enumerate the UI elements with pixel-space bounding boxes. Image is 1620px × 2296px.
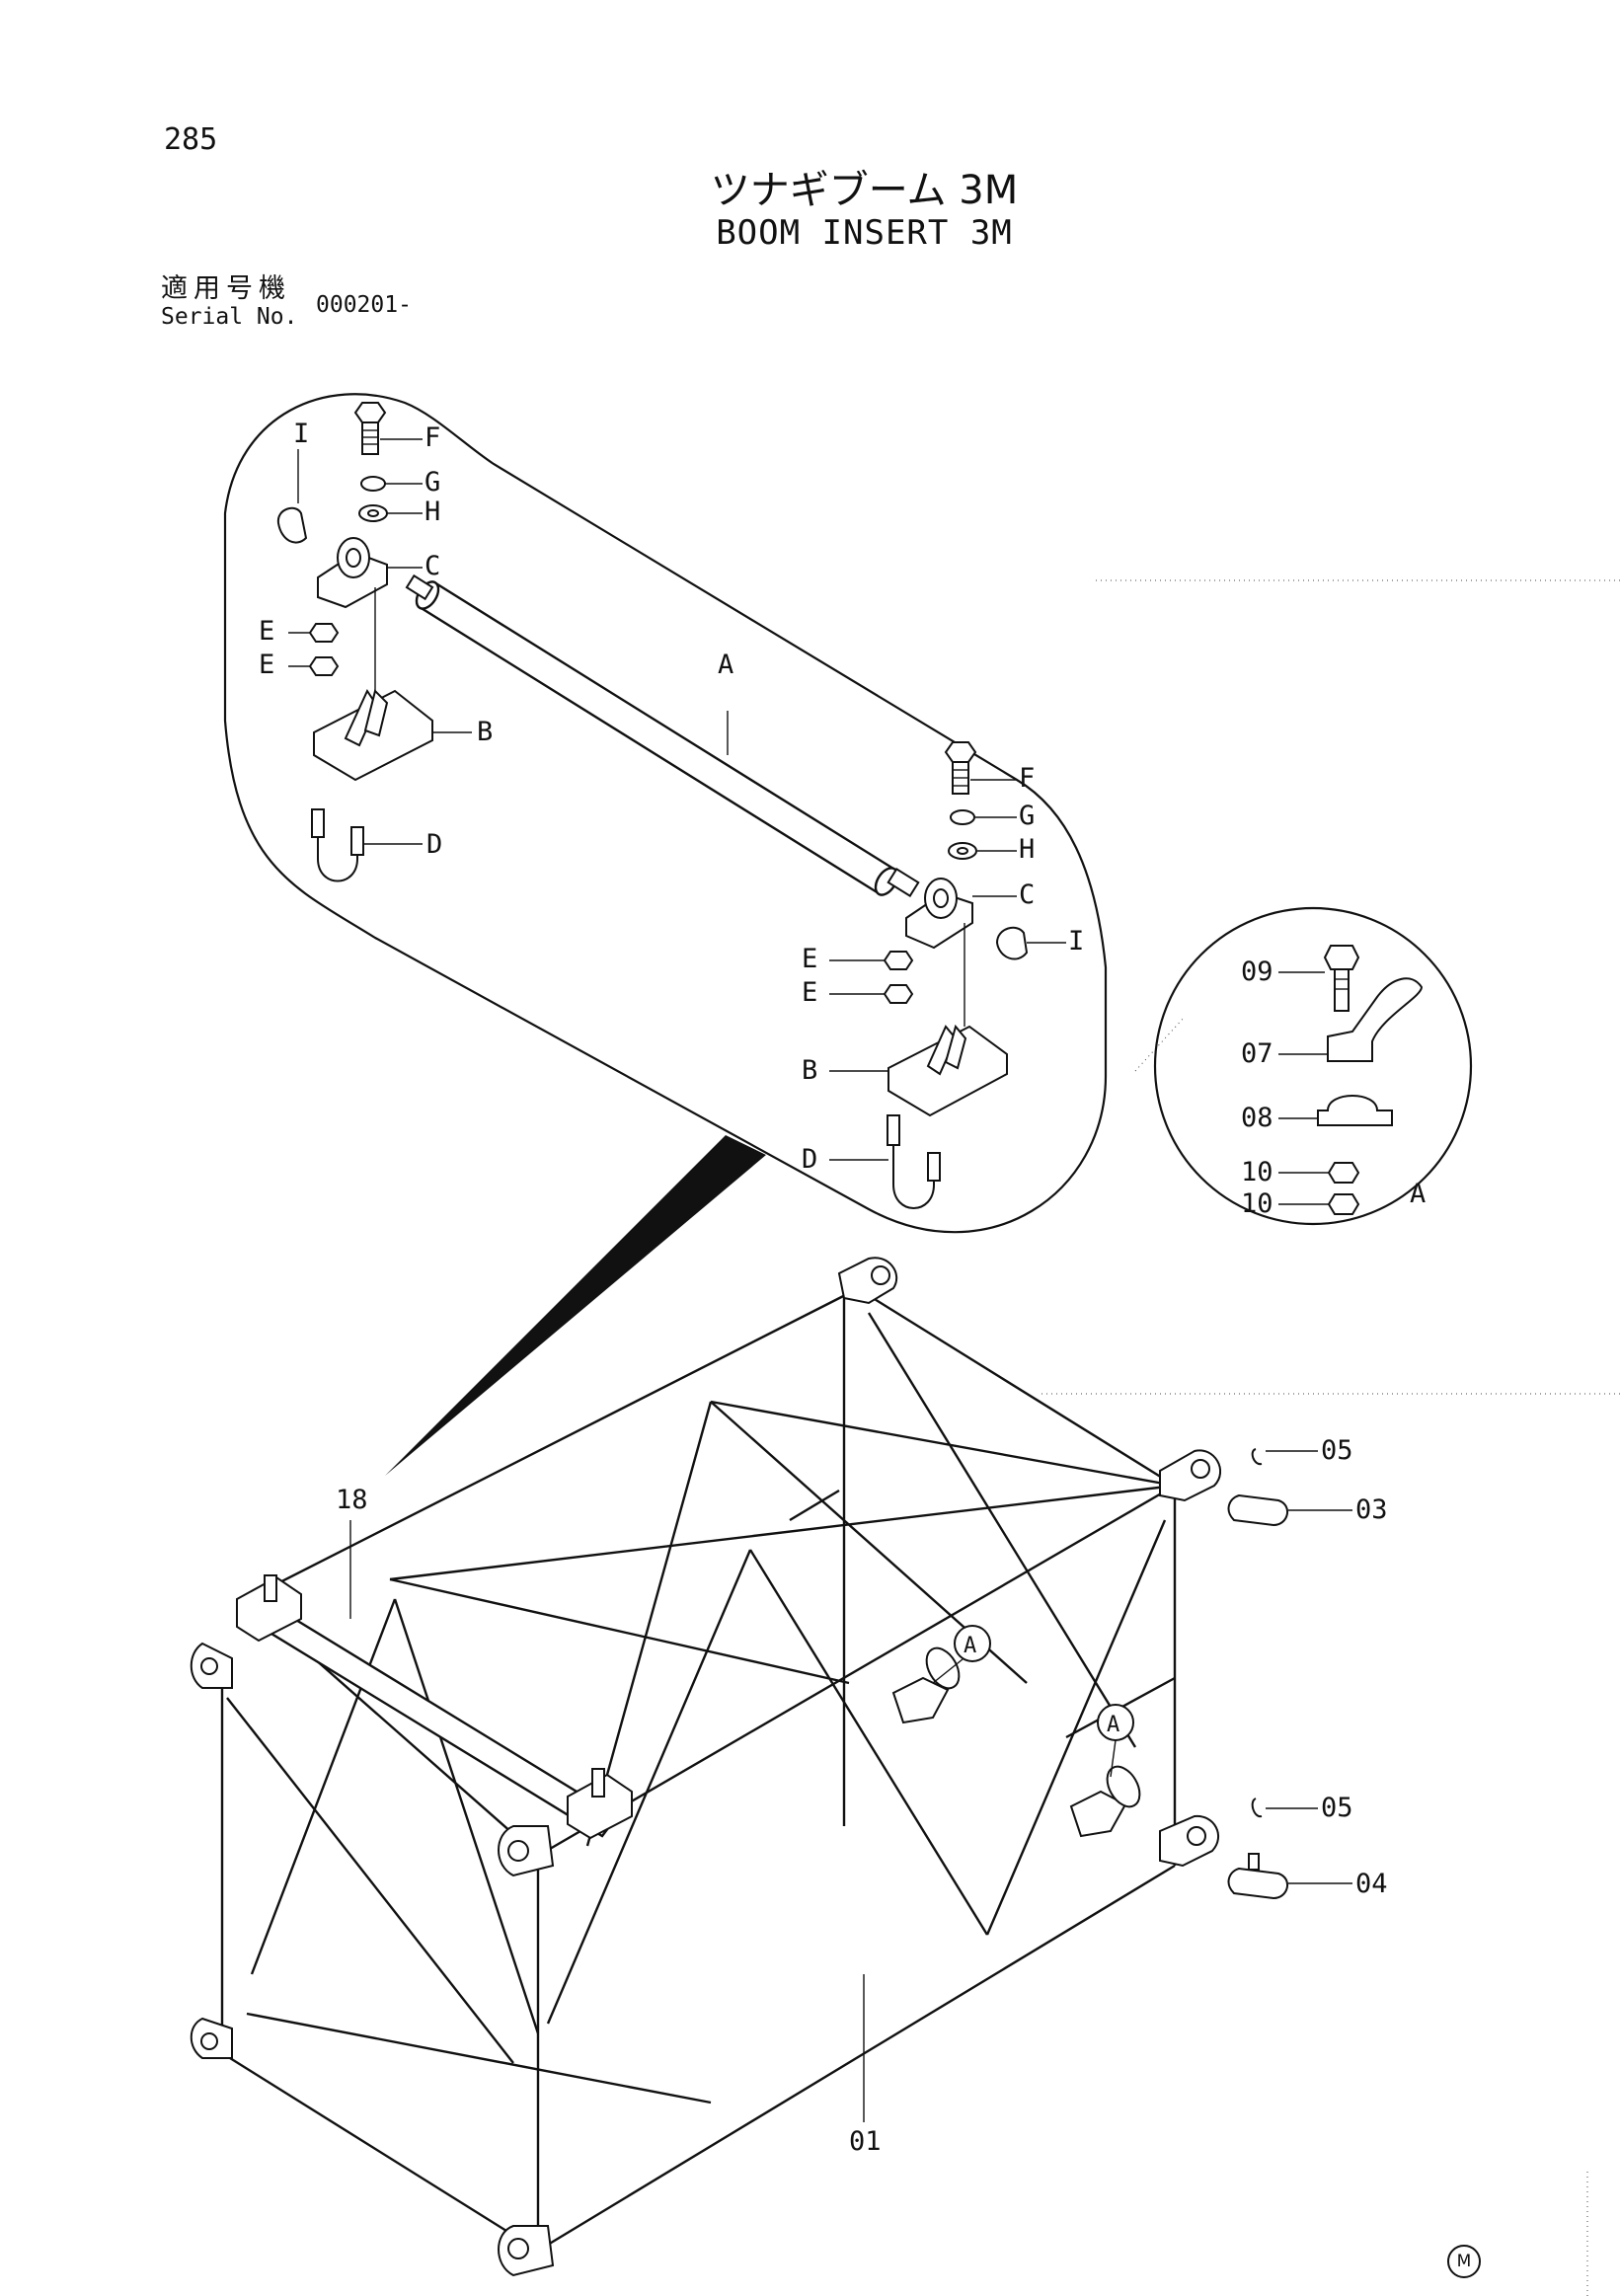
bolt-f-upper-head [353, 402, 387, 423]
detail-pointer-wedge [385, 1135, 766, 1476]
nut-10-1 [1327, 1162, 1360, 1184]
page-title-japanese: ツナギブーム 3M [710, 168, 1019, 213]
upper-left-bracket-group [276, 402, 472, 882]
pin-03 [1227, 1493, 1288, 1527]
label-f-upper: F [424, 422, 440, 453]
label-i-lower: I [1068, 926, 1084, 957]
label-e-upper-2: E [259, 650, 274, 680]
label-h-upper: H [424, 497, 440, 527]
label-part-10-2: 10 [1241, 1188, 1273, 1219]
nut-e-upper-2 [308, 656, 340, 676]
label-part-05-lower: 05 [1321, 1793, 1353, 1823]
label-part-07: 07 [1241, 1038, 1273, 1069]
serial-label-japanese: 適用号機 [161, 273, 291, 304]
corner-lug-bottom-left [190, 2017, 233, 2059]
corner-lug-left [190, 1642, 233, 1689]
label-b-upper: B [477, 717, 493, 747]
spring-washer-g-upper [360, 476, 386, 492]
shaft-a [405, 574, 920, 898]
page-number: 285 [164, 122, 218, 157]
label-part-01: 01 [849, 2126, 882, 2157]
nut-10-2 [1327, 1193, 1360, 1215]
label-part-18: 18 [336, 1485, 368, 1515]
label-part-05-upper: 05 [1321, 1435, 1353, 1466]
clip-05-upper [1251, 1448, 1263, 1466]
label-c-lower: C [1019, 880, 1035, 910]
bolt-f-upper-shank [361, 421, 379, 455]
shaft-bracket-front [567, 1768, 633, 1840]
clamp-detail-circle [1153, 906, 1473, 1226]
label-d-lower: D [802, 1144, 817, 1175]
corner-lug-bottom-front [498, 2225, 555, 2277]
nut-e-lower-1 [883, 951, 914, 970]
label-part-08: 08 [1241, 1103, 1273, 1133]
clamp-assembly-a-lower [1069, 1765, 1141, 1838]
clamp-07 [1327, 977, 1424, 1062]
label-i-upper: I [293, 419, 309, 449]
label-e-upper-1: E [259, 616, 274, 647]
bracket-b-lower [887, 1025, 1008, 1117]
label-g-upper: G [424, 467, 440, 497]
corner-lug-right [1159, 1449, 1221, 1502]
serial-label-english: Serial No. [161, 304, 298, 330]
clamp-i-upper [276, 506, 308, 544]
u-bolt-d-lower [892, 1115, 935, 1209]
corner-lug-top [837, 1257, 898, 1305]
label-d-upper: D [426, 829, 442, 860]
label-b-lower: B [802, 1055, 817, 1086]
spring-washer-g-lower [950, 809, 975, 825]
shaft-bracket-rear [236, 1574, 302, 1643]
bracket-b-upper [313, 689, 433, 782]
label-part-10-1: 10 [1241, 1157, 1273, 1187]
bolt-f-lower-head [944, 741, 977, 763]
label-c-upper: C [424, 551, 440, 581]
label-part-09: 09 [1241, 957, 1273, 987]
label-e-lower-1: E [802, 944, 817, 974]
clamp-i-lower [995, 926, 1029, 960]
callout-label-a-2: A [1107, 1713, 1119, 1737]
page-title-english: BOOM INSERT 3M [716, 213, 1013, 253]
detail-bubble [223, 393, 1108, 1476]
boom-lattice-frame [190, 1257, 1352, 2277]
footer-m-mark: M [1447, 2245, 1481, 2278]
clamp-assembly-a-upper [891, 1646, 961, 1724]
label-part-03: 03 [1355, 1494, 1388, 1525]
label-a-circle: A [1410, 1179, 1426, 1209]
bolt-09 [1323, 945, 1360, 970]
label-part-04: 04 [1355, 1869, 1388, 1899]
label-e-lower-2: E [802, 977, 817, 1008]
pin-04 [1227, 1853, 1288, 1900]
label-f-lower: F [1019, 763, 1035, 794]
u-bolt-d-upper [317, 811, 358, 882]
label-h-lower: H [1019, 834, 1035, 865]
corner-lug-bottom-right [1159, 1814, 1219, 1868]
corner-lug-front [498, 1825, 555, 1877]
callout-circle-a-1 [954, 1625, 991, 1662]
callout-label-a-1: A [964, 1634, 976, 1658]
clip-05-lower [1251, 1798, 1263, 1818]
lower-right-bracket-group [727, 711, 1066, 1209]
label-g-lower: G [1019, 801, 1035, 831]
serial-number-range: 000201- [316, 292, 412, 318]
clamp-08 [1317, 1095, 1393, 1126]
label-a-shaft: A [718, 650, 733, 680]
nut-e-lower-2 [883, 984, 914, 1004]
pin-shaft-18 [270, 1612, 619, 1838]
nut-e-upper-1 [308, 623, 340, 643]
